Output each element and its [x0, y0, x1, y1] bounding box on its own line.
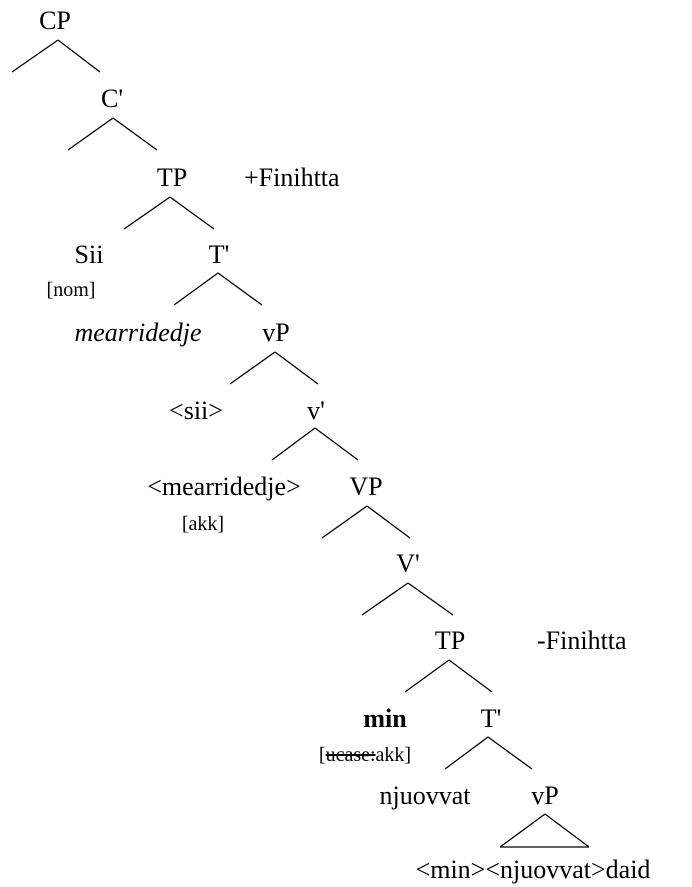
node-t-bar-upper: T' [208, 240, 230, 269]
triangle-left [499, 813, 546, 848]
node-subject: Sii [74, 240, 104, 269]
node-object: min [363, 704, 407, 733]
branch-bigvp-right [366, 505, 411, 539]
object-case-struck: ucase: [325, 744, 376, 766]
branch-bigvp-left [321, 505, 368, 539]
object-case-open: [ [318, 744, 326, 766]
object-case-value: akk] [375, 744, 412, 766]
branch-vp-upper-right [274, 351, 319, 385]
node-c-bar: C' [100, 84, 124, 113]
node-verb-trace: <mearridedje> [147, 472, 301, 501]
node-vp-upper: vP [262, 318, 290, 347]
branch-bigvbar-left [361, 582, 409, 616]
branch-tbar-lower-left [444, 736, 489, 770]
branch-cbar-right [112, 117, 158, 151]
branch-tp-lower-left [404, 659, 450, 693]
verb-trace-case: [akk] [181, 513, 225, 535]
node-v-bar: v' [307, 396, 325, 425]
branch-tbar-upper-left [173, 272, 219, 306]
node-subject-trace: <sii> [169, 396, 223, 425]
node-tp-lower: TP [434, 626, 466, 655]
branch-tbar-lower-right [487, 736, 533, 770]
branch-cp-left [11, 39, 59, 73]
branch-tp-upper-left [123, 196, 171, 230]
branch-cp-right [57, 39, 101, 73]
branch-tp-lower-right [448, 659, 493, 693]
branch-cbar-left [67, 117, 114, 151]
triangle-right [544, 813, 590, 848]
node-big-vp: VP [349, 472, 383, 501]
node-big-v-bar: V' [396, 549, 420, 578]
node-terminal: <min><njuovvat>daid [415, 855, 651, 884]
branch-vbar-left [271, 427, 316, 461]
branch-vbar-right [314, 427, 359, 461]
branch-tbar-upper-right [217, 272, 263, 306]
feature-finiteness-lower: -Finihtta [537, 626, 627, 655]
node-vp-lower: vP [531, 781, 559, 810]
node-tp-upper: TP [156, 163, 188, 192]
node-verb-lower: njuovvat [379, 781, 471, 810]
branch-vp-upper-left [229, 351, 276, 385]
node-verb-upper: mearridedje [74, 318, 202, 347]
object-case: [ucase:akk] [319, 743, 411, 767]
node-cp: CP [39, 6, 71, 35]
node-t-bar-lower: T' [480, 704, 502, 733]
branch-tp-upper-right [169, 196, 215, 230]
feature-finiteness-upper: +Finihtta [244, 163, 340, 192]
branch-bigvbar-right [407, 582, 454, 616]
subject-case: [nom] [46, 279, 96, 301]
